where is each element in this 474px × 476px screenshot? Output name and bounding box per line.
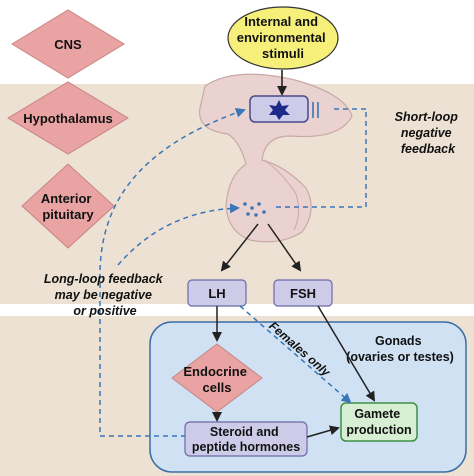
long-loop-to-hypothalamus xyxy=(99,107,246,437)
posterior-lobe-outline xyxy=(263,159,300,231)
fsh-label: FSH xyxy=(290,286,316,301)
gamete-production-label: Gamete production xyxy=(346,407,411,437)
pituitary-cells-icon xyxy=(243,202,266,217)
steroid-hormones-box xyxy=(184,421,308,457)
pituitary-to-fsh-arrow xyxy=(267,223,302,272)
long-loop-to-pituitary xyxy=(117,203,240,266)
endocrine-cells-diamond: Endocrine cells xyxy=(171,343,263,413)
lh-to-gamete-dashed-arrow xyxy=(239,305,352,404)
fsh-to-gamete-arrow xyxy=(317,305,376,402)
short-loop-label: Short-loop negative feedback xyxy=(395,110,462,156)
gonads-label: Gonads (ovaries or testes) xyxy=(346,334,454,364)
cns-diamond: CNS xyxy=(11,9,125,79)
anterior-pituitary-label: Anterior pituitary xyxy=(41,191,95,222)
fsh-box xyxy=(273,279,333,307)
neuron-icon xyxy=(269,100,290,120)
hypothalamus-diamond: Hypothalamus xyxy=(7,81,129,155)
gamete-production-box xyxy=(340,402,418,442)
pituitary-to-lh-arrow xyxy=(220,223,259,272)
stimuli-label: Internal and environmental stimuli xyxy=(237,14,329,61)
steroid-hormones-label: Steroid and peptide hormones xyxy=(192,425,300,454)
short-loop-dashed-line xyxy=(272,112,367,208)
long-loop-label: Long-loop feedback may be negative or po… xyxy=(44,272,166,318)
steroid-to-gamete-arrow xyxy=(306,425,340,438)
lh-label: LH xyxy=(208,286,225,301)
endocrine-cells-label: Endocrine cells xyxy=(183,364,250,395)
anterior-pituitary-diamond: Anterior pituitary xyxy=(21,163,115,249)
stimuli-ellipse xyxy=(227,6,339,70)
hypothalamus-label: Hypothalamus xyxy=(23,111,113,126)
cns-label: CNS xyxy=(54,37,82,52)
